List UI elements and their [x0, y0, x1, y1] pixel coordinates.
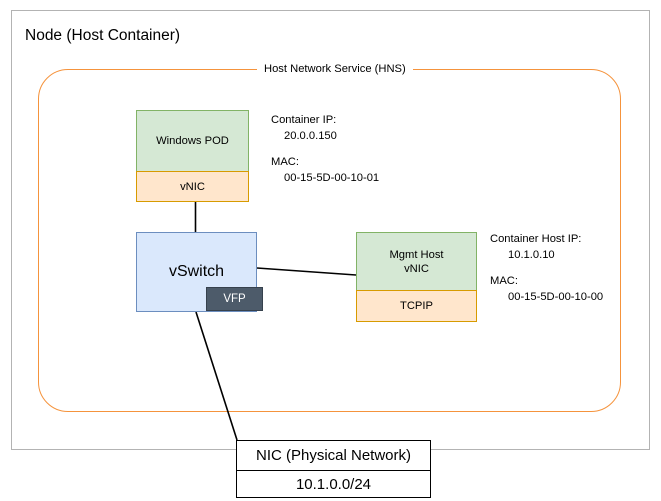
pod-vnic-label: vNIC: [180, 180, 205, 193]
hns-label: Host Network Service (HNS): [257, 61, 413, 77]
pod-vnic-box[interactable]: vNIC: [136, 171, 249, 202]
host-ip-key: Container Host IP:: [490, 233, 582, 245]
physical-nic-subnet: 10.1.0.0/24: [295, 475, 372, 493]
vfp-badge[interactable]: VFP: [206, 287, 263, 311]
host-mac-key: MAC:: [490, 275, 518, 287]
mgmt-host-line1: Mgmt Host: [389, 248, 444, 261]
pod-mac-value: 00-15-5D-00-10-01: [284, 172, 380, 184]
pod-ip-key: Container IP:: [271, 114, 337, 126]
host-ip-value: 10.1.0.10: [508, 249, 555, 261]
pod-annotation-spacer: [271, 144, 379, 154]
mgmt-host-annotation: Container Host IP: 10.1.0.10 MAC: 00-15-…: [490, 231, 603, 305]
physical-nic-title: NIC (Physical Network): [255, 447, 412, 464]
host-mac-value: 00-15-5D-00-10-00: [508, 291, 604, 303]
vfp-label: VFP: [223, 293, 246, 305]
tcpip-label: TCPIP: [400, 300, 433, 312]
pod-mac-key: MAC:: [271, 156, 299, 168]
physical-nic-box[interactable]: NIC (Physical Network): [236, 440, 431, 470]
node-host-container: [11, 10, 650, 450]
windows-pod-box[interactable]: Windows POD: [136, 110, 249, 171]
host-annotation-spacer: [490, 263, 603, 273]
mgmt-host-vnic-box[interactable]: Mgmt Host vNIC: [356, 232, 477, 290]
mgmt-host-line2: vNIC: [404, 262, 429, 275]
page-title: Node (Host Container): [25, 27, 181, 44]
vswitch-label: vSwitch: [168, 263, 225, 280]
windows-pod-label: Windows POD: [156, 135, 229, 147]
pod-annotation: Container IP: 20.0.0.150 MAC: 00-15-5D-0…: [271, 112, 379, 186]
pod-ip-value: 20.0.0.150: [284, 130, 337, 142]
physical-nic-subnet-row[interactable]: 10.1.0.0/24: [236, 470, 431, 498]
tcpip-box[interactable]: TCPIP: [356, 290, 477, 322]
